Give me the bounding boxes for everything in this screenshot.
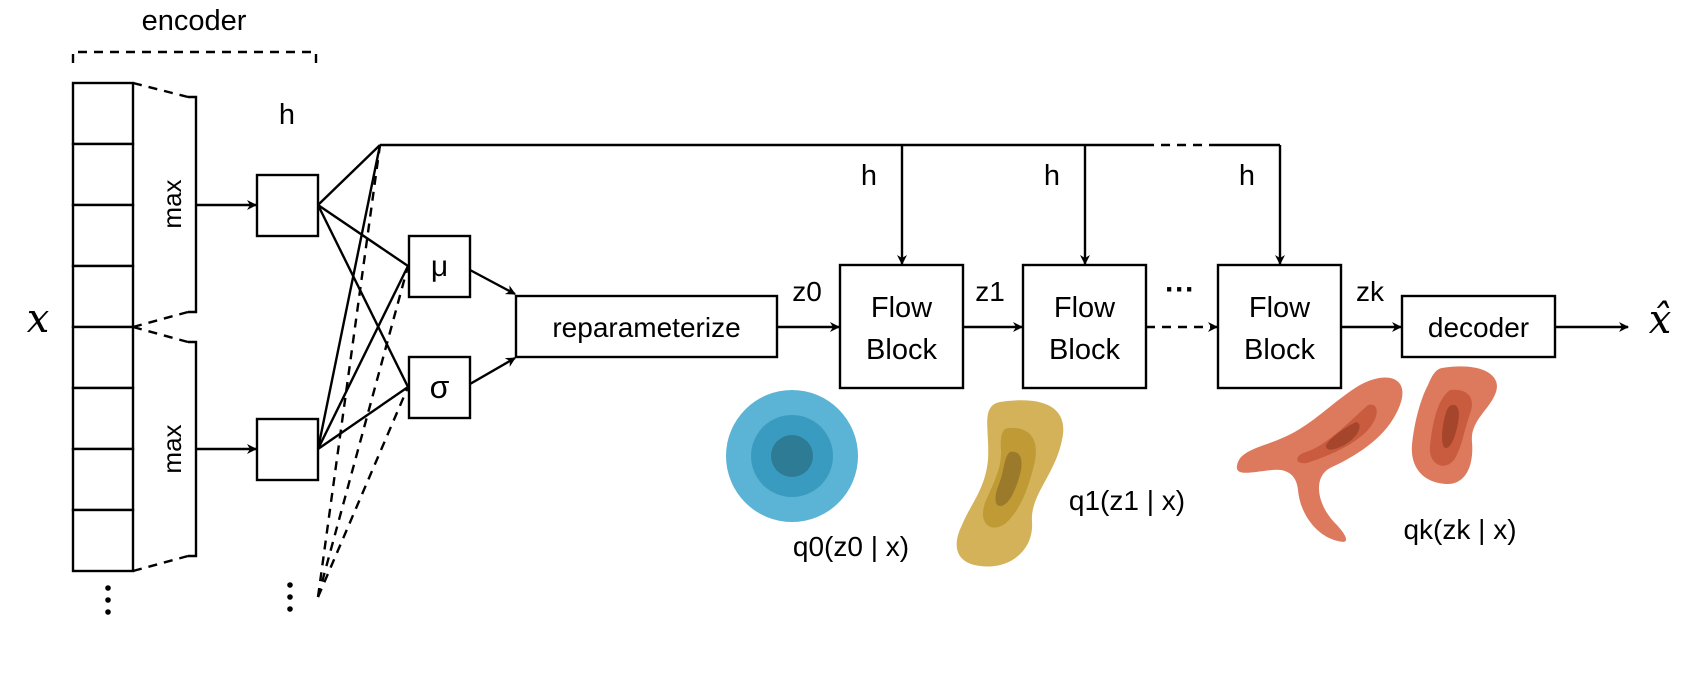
q1-label: q1(z1 | x) (1069, 485, 1185, 516)
h-flow1-label: h (861, 160, 877, 192)
maxpool-lower-bracket (188, 340, 198, 558)
flow-block-2 (1021, 263, 1148, 390)
arrow-mu-to-reparam (469, 268, 516, 296)
q1-distribution (956, 400, 1064, 567)
mu-node (407, 234, 472, 299)
qk-distribution (1236, 366, 1497, 542)
flow-ellipsis: ··· (1165, 273, 1195, 306)
sigma-node (407, 355, 472, 420)
flow-block-k-line1: Flow (1249, 292, 1311, 324)
max-lower-label: max (157, 424, 187, 473)
decoder-label: decoder (1428, 312, 1529, 343)
flow-block-1-line2: Block (866, 334, 937, 366)
input-cell (71, 264, 135, 329)
input-cell (71, 203, 135, 268)
maxpool-upper-bracket (188, 95, 198, 314)
qk-label: qk(zk | x) (1403, 514, 1516, 545)
hidden-unit-lower (255, 417, 320, 482)
h-flow2-label: h (1044, 160, 1060, 192)
output-variable: x̂ (1649, 297, 1672, 343)
input-cell (71, 447, 135, 512)
max-upper-label: max (157, 179, 187, 228)
ellipsis-connections (316, 144, 410, 598)
sigma-label: σ (430, 369, 450, 405)
hidden-column-ellipsis (287, 582, 293, 612)
z0-label: z0 (792, 276, 822, 307)
arrow-sigma-to-reparam (469, 356, 516, 386)
input-cell (71, 81, 135, 146)
maxpool-upper-dash-top (132, 81, 189, 99)
q0-label: q0(z0 | x) (793, 531, 909, 562)
z1-label: z1 (975, 276, 1005, 307)
maxpool-lower-dash-bottom (132, 554, 189, 573)
encoder-bracket (71, 50, 318, 63)
flow-block-k (1216, 263, 1343, 390)
input-cell (71, 386, 135, 451)
reparameterize-node (514, 294, 779, 359)
hidden-label: h (279, 99, 295, 131)
input-variable: x (27, 296, 50, 342)
input-cell (71, 508, 135, 573)
flow-block-2-line2: Block (1049, 334, 1120, 366)
hidden-connections (316, 144, 410, 450)
input-column-ellipsis (105, 585, 111, 615)
hidden-unit-upper (255, 173, 320, 238)
zk-label: zk (1356, 276, 1385, 307)
maxpool-center-dash (132, 325, 189, 344)
decoder-node (1400, 294, 1557, 359)
flow-block-1-line1: Flow (871, 292, 933, 324)
reparameterize-label: reparameterize (552, 312, 740, 343)
h-flowk-label: h (1239, 160, 1255, 192)
input-column (71, 81, 135, 573)
input-cell (71, 325, 135, 390)
encoder-label: encoder (142, 5, 247, 37)
maxpool-center-dash (132, 310, 189, 329)
flow-block-2-line1: Flow (1054, 292, 1116, 324)
mu-label: μ (431, 250, 448, 283)
input-cell (71, 142, 135, 207)
q0-distribution (726, 390, 858, 522)
flow-block-k-line2: Block (1244, 334, 1315, 366)
flow-block-1 (838, 263, 965, 390)
